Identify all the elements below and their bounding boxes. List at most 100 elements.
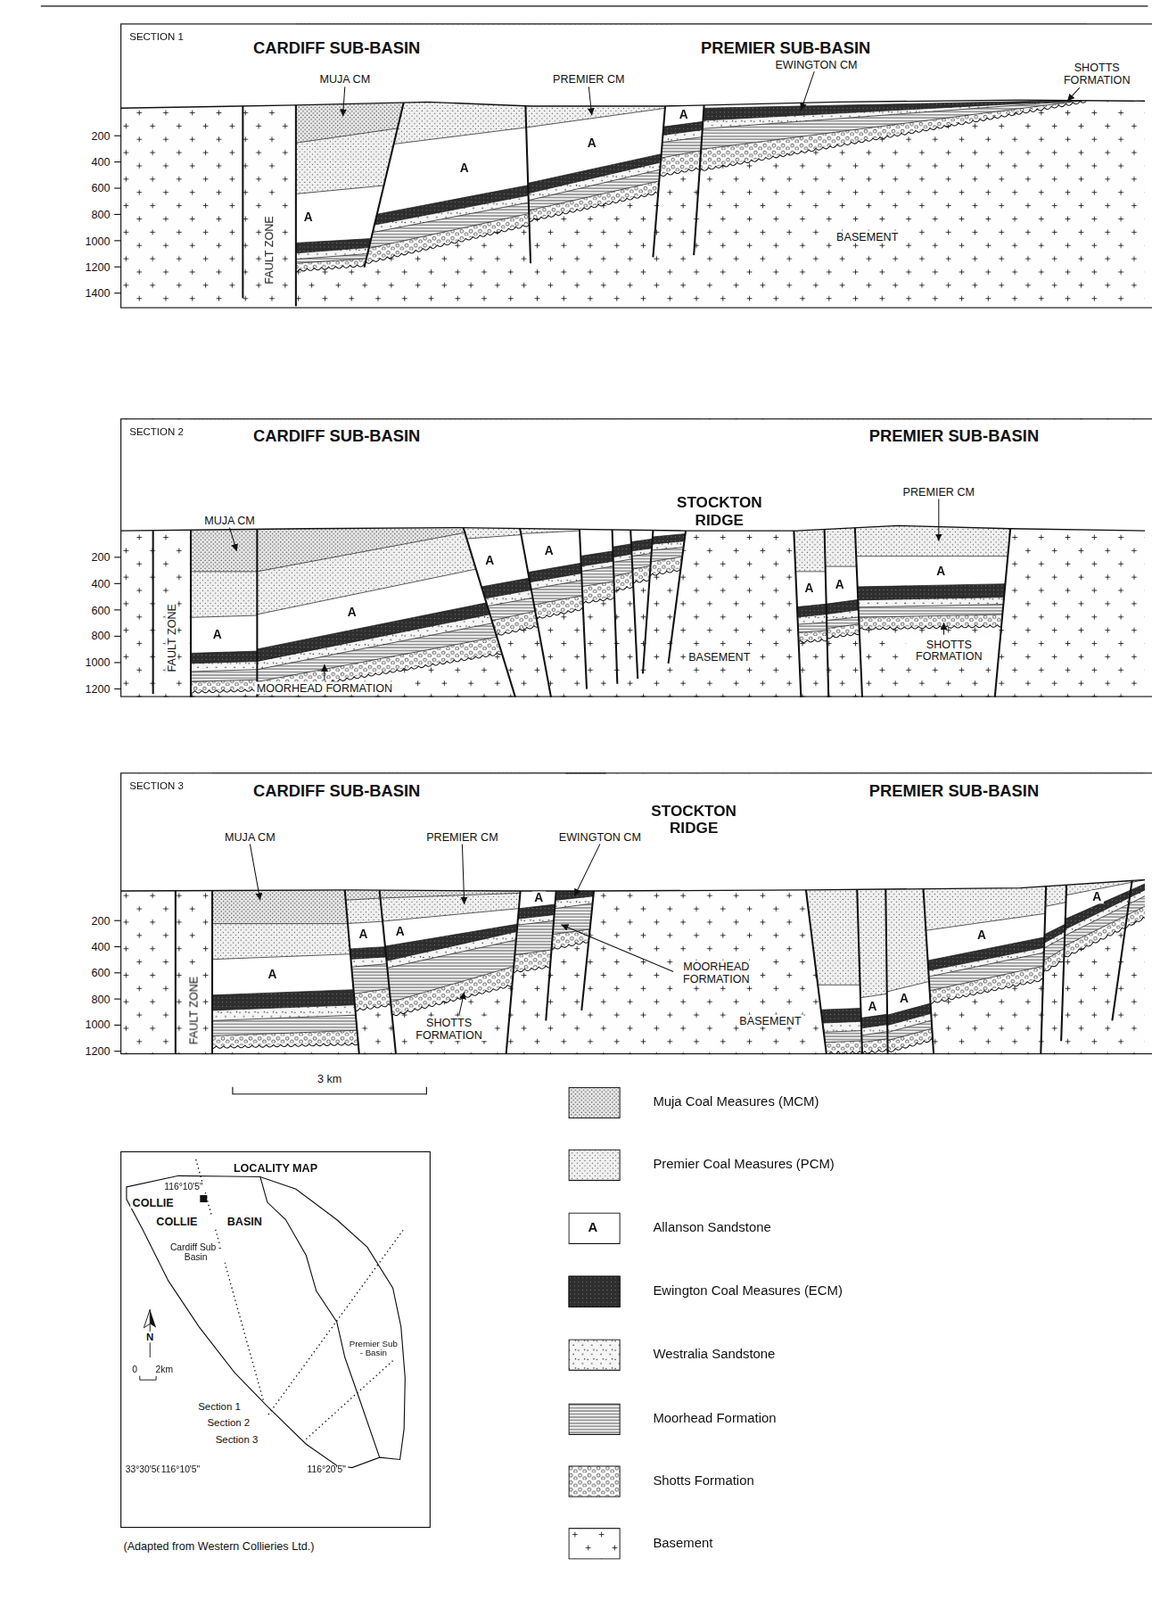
ground-surface <box>120 879 1145 891</box>
depth-value: 800 <box>89 208 113 222</box>
section-line-label: Section 3 <box>213 1432 260 1445</box>
layer-boundary <box>188 615 261 618</box>
unit-symbol: A <box>265 967 280 981</box>
fault-line <box>295 92 297 306</box>
leader-arrow <box>800 71 815 110</box>
depth-value: 400 <box>89 576 113 590</box>
leader-arrow <box>1067 87 1080 101</box>
layer-boundary <box>788 1029 865 1033</box>
leader-arrow <box>560 924 674 972</box>
depth-tick <box>114 187 121 189</box>
leader-arrow <box>574 843 601 896</box>
depth-tick <box>114 661 121 663</box>
unconformity <box>622 576 665 585</box>
longitude-label: 116°10'5" <box>162 1182 206 1193</box>
unit-label: SHOTTS FORMATION <box>1053 61 1140 87</box>
legend-swatch <box>567 1527 620 1559</box>
layer-boundary <box>519 106 675 129</box>
layer-boundary <box>209 922 363 924</box>
unconformity <box>818 632 864 640</box>
layer-boundary <box>254 596 519 651</box>
layer-boundary <box>847 583 1024 587</box>
layer-boundary <box>292 255 426 264</box>
layer-boundary <box>496 561 591 578</box>
ridge-title: STOCKTON RIDGE <box>635 802 752 837</box>
legend-row: Premier Coal Measures (PCM) <box>567 1148 997 1180</box>
layer-boundary <box>209 953 363 960</box>
depth-tick <box>114 556 121 558</box>
sub-basin-label: Cardiff Sub - Basin <box>167 1242 225 1264</box>
north-arrow <box>149 1308 157 1328</box>
town-label: COLLIE <box>130 1195 176 1209</box>
fault-line <box>854 518 863 697</box>
layer-boundary <box>847 614 1024 618</box>
depth-value: 1200 <box>82 1045 113 1058</box>
unit-label: MUJA CM <box>202 514 257 527</box>
unconformity <box>785 638 831 643</box>
depth-value: 400 <box>89 156 113 169</box>
unit-label: PREMIER CM <box>424 830 501 843</box>
basement-label: BASEMENT <box>686 650 753 664</box>
unconformity <box>1057 916 1148 960</box>
layer-boundary <box>850 1013 891 1020</box>
sky <box>119 773 1146 891</box>
unit-symbol: A <box>542 543 556 558</box>
unit-symbol: A <box>301 210 315 224</box>
layer-boundary <box>496 578 591 595</box>
layer-boundary <box>519 158 675 196</box>
sky <box>119 24 1146 108</box>
layer-boundary <box>788 984 865 986</box>
depth-value: 200 <box>89 129 113 142</box>
depth-value: 600 <box>89 181 113 195</box>
unit-symbol: A <box>934 564 948 578</box>
unconformity <box>331 1003 400 1015</box>
fault-line <box>581 878 595 1011</box>
fault-line <box>693 92 705 256</box>
unconformity <box>687 99 1090 173</box>
longitude-label: 116°20'5" <box>304 1464 348 1475</box>
layer-boundary <box>364 906 535 923</box>
layer-boundary <box>188 669 261 672</box>
north-label: N <box>144 1331 157 1343</box>
unit-label: EWINGTON CM <box>773 57 860 71</box>
layer-boundary <box>880 1019 937 1035</box>
depth-tick <box>114 688 121 690</box>
legend-swatch <box>567 1148 620 1180</box>
unit-label: SHOTTS FORMATION <box>905 637 992 663</box>
fault-zone-label: FAULT ZONE <box>263 213 276 287</box>
section-line <box>196 1159 264 1400</box>
legend-row: Basement <box>567 1527 997 1559</box>
unit-symbol: A <box>211 627 225 642</box>
sub-basin-title: CARDIFF SUB-BASIN <box>251 781 423 800</box>
layer-boundary <box>540 926 609 936</box>
layer-boundary <box>188 570 261 572</box>
fault-line <box>995 518 1012 697</box>
section-panel: SECTION 2 <box>120 418 1152 697</box>
depth-tick <box>114 920 121 922</box>
legend-swatch <box>567 1086 620 1118</box>
depth-value: 200 <box>89 551 113 564</box>
fault-line <box>364 92 407 268</box>
depth-tick <box>114 161 121 163</box>
unconformity <box>351 223 535 267</box>
layer-boundary <box>351 183 535 219</box>
layer-boundary <box>1057 905 1148 950</box>
fault-line <box>611 518 618 683</box>
sub-basin-boundary <box>260 1176 380 1457</box>
unit-label: PREMIER CM <box>551 72 627 85</box>
sky <box>119 419 1146 531</box>
depth-value: 200 <box>89 913 113 927</box>
layer-boundary <box>850 993 891 999</box>
unit-label: EWINGTON CM <box>557 830 644 843</box>
layer-boundary <box>364 936 535 973</box>
scale-label: 2km <box>153 1365 175 1375</box>
legend-row: Ewington Coal Measures (ECM) <box>567 1275 997 1307</box>
depth-value: 1200 <box>82 260 113 273</box>
layer-boundary <box>496 571 591 588</box>
layer-boundary <box>850 1023 891 1029</box>
unit-symbol: A <box>393 924 407 939</box>
unit-symbol: A <box>483 554 497 568</box>
unconformity <box>540 936 609 952</box>
layer-boundary <box>364 927 535 966</box>
layer-boundary <box>351 126 535 150</box>
